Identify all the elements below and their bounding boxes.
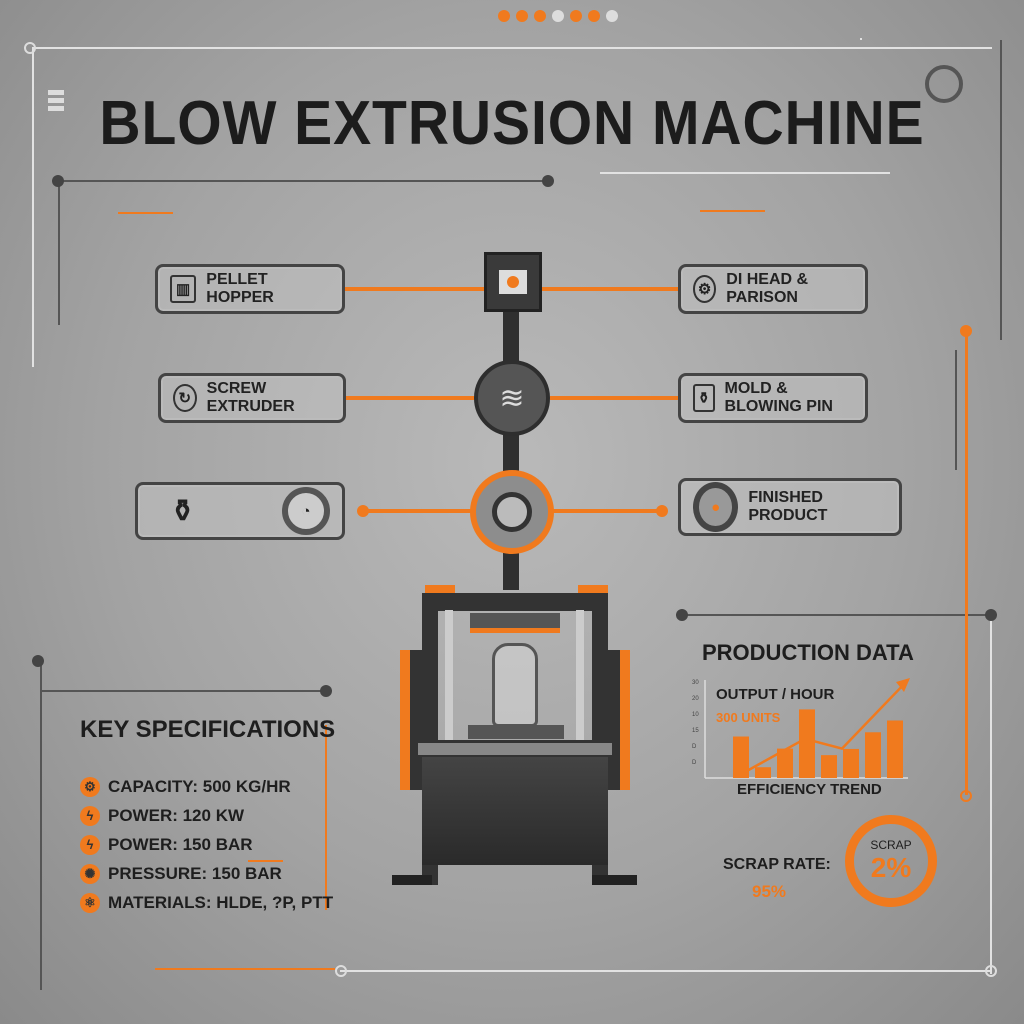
page-title: BLOW EXTRUSION MACHINE [99, 89, 925, 158]
key-specifications: KEY SPECIFICATIONS ⚙CAPACITY: 500 KG/HR … [80, 716, 335, 917]
y-tick-label: 30 [692, 680, 699, 686]
scrap-rate-label: SCRAP RATE: [723, 856, 831, 873]
lightning-icon: ϟ [80, 834, 100, 855]
bearing-node [470, 470, 554, 554]
y-tick-label: 10 [692, 712, 699, 718]
scrap-rate-value: 95% [752, 882, 787, 901]
y-tick-label: 20 [692, 696, 699, 702]
lightning-icon: ϟ [80, 805, 100, 826]
die-head-node [484, 252, 542, 312]
bottle-icon: ⚱ [170, 494, 196, 528]
production-title: PRODUCTION DATA [702, 640, 914, 665]
stage-screw-extruder[interactable]: ↻ SCREW EXTRUDER [158, 373, 346, 423]
output-value: 300 UNITS [716, 710, 781, 725]
scrap-badge: SCRAP 2% [845, 815, 937, 907]
spec-materials: ⚛MATERIALS: HLDE, ?P, PTT [80, 888, 335, 917]
stage-bottle[interactable]: ⚱ ◔ [135, 482, 345, 540]
gear-icon: ⚙ [80, 776, 100, 797]
bottle-icon: ⚱ [693, 384, 715, 412]
atom-icon: ⚛ [80, 892, 100, 913]
pressure-icon: ✺ [80, 863, 100, 884]
bar [777, 748, 793, 778]
machine-illustration [380, 585, 650, 885]
rotation-icon: ↻ [173, 384, 197, 412]
bar [821, 755, 837, 778]
hopper-icon: ▥ [170, 275, 197, 303]
gear-icon: ⚙ [693, 275, 717, 303]
specs-title: KEY SPECIFICATIONS [80, 716, 336, 743]
trend-label: EFFICIENCY TREND [737, 781, 882, 798]
y-tick-label: D [692, 760, 697, 766]
efficiency-chart: 30 20 10 15D D [692, 678, 910, 779]
y-tick-label: D [692, 744, 697, 750]
menu-icon [48, 90, 64, 111]
pagination-dots [498, 10, 618, 22]
stage-finished-product[interactable]: ● FINISHED PRODUCT [678, 478, 902, 536]
mold-icon: ● [693, 482, 739, 532]
spec-pressure: ✺PRESSURE: 150 BAR [80, 859, 335, 888]
screw-node: ≋ [474, 360, 550, 436]
stage-die-head[interactable]: ⚙ DI ΗEAD & PARISON [678, 264, 868, 314]
spring-icon: ≋ [499, 381, 525, 415]
output-label: OUTPUT / HOUR [716, 686, 835, 703]
trend-arrow-icon [896, 678, 910, 692]
y-tick-label: 15 [692, 728, 699, 734]
stage-pellet-hopper[interactable]: ▥ PELLET HOPPER [155, 264, 345, 314]
bar [865, 732, 881, 778]
bar [733, 736, 749, 778]
bar [843, 748, 859, 778]
bar [755, 767, 771, 778]
stage-mold-blowing-pin[interactable]: ⚱ MOLD & BLOWING PIN [678, 373, 868, 423]
spec-capacity: ⚙CAPACITY: 500 KG/HR [80, 772, 335, 801]
bar [887, 720, 903, 778]
gauge-icon: ◔ [282, 487, 330, 535]
bar [799, 709, 815, 778]
trend-line [739, 679, 909, 776]
